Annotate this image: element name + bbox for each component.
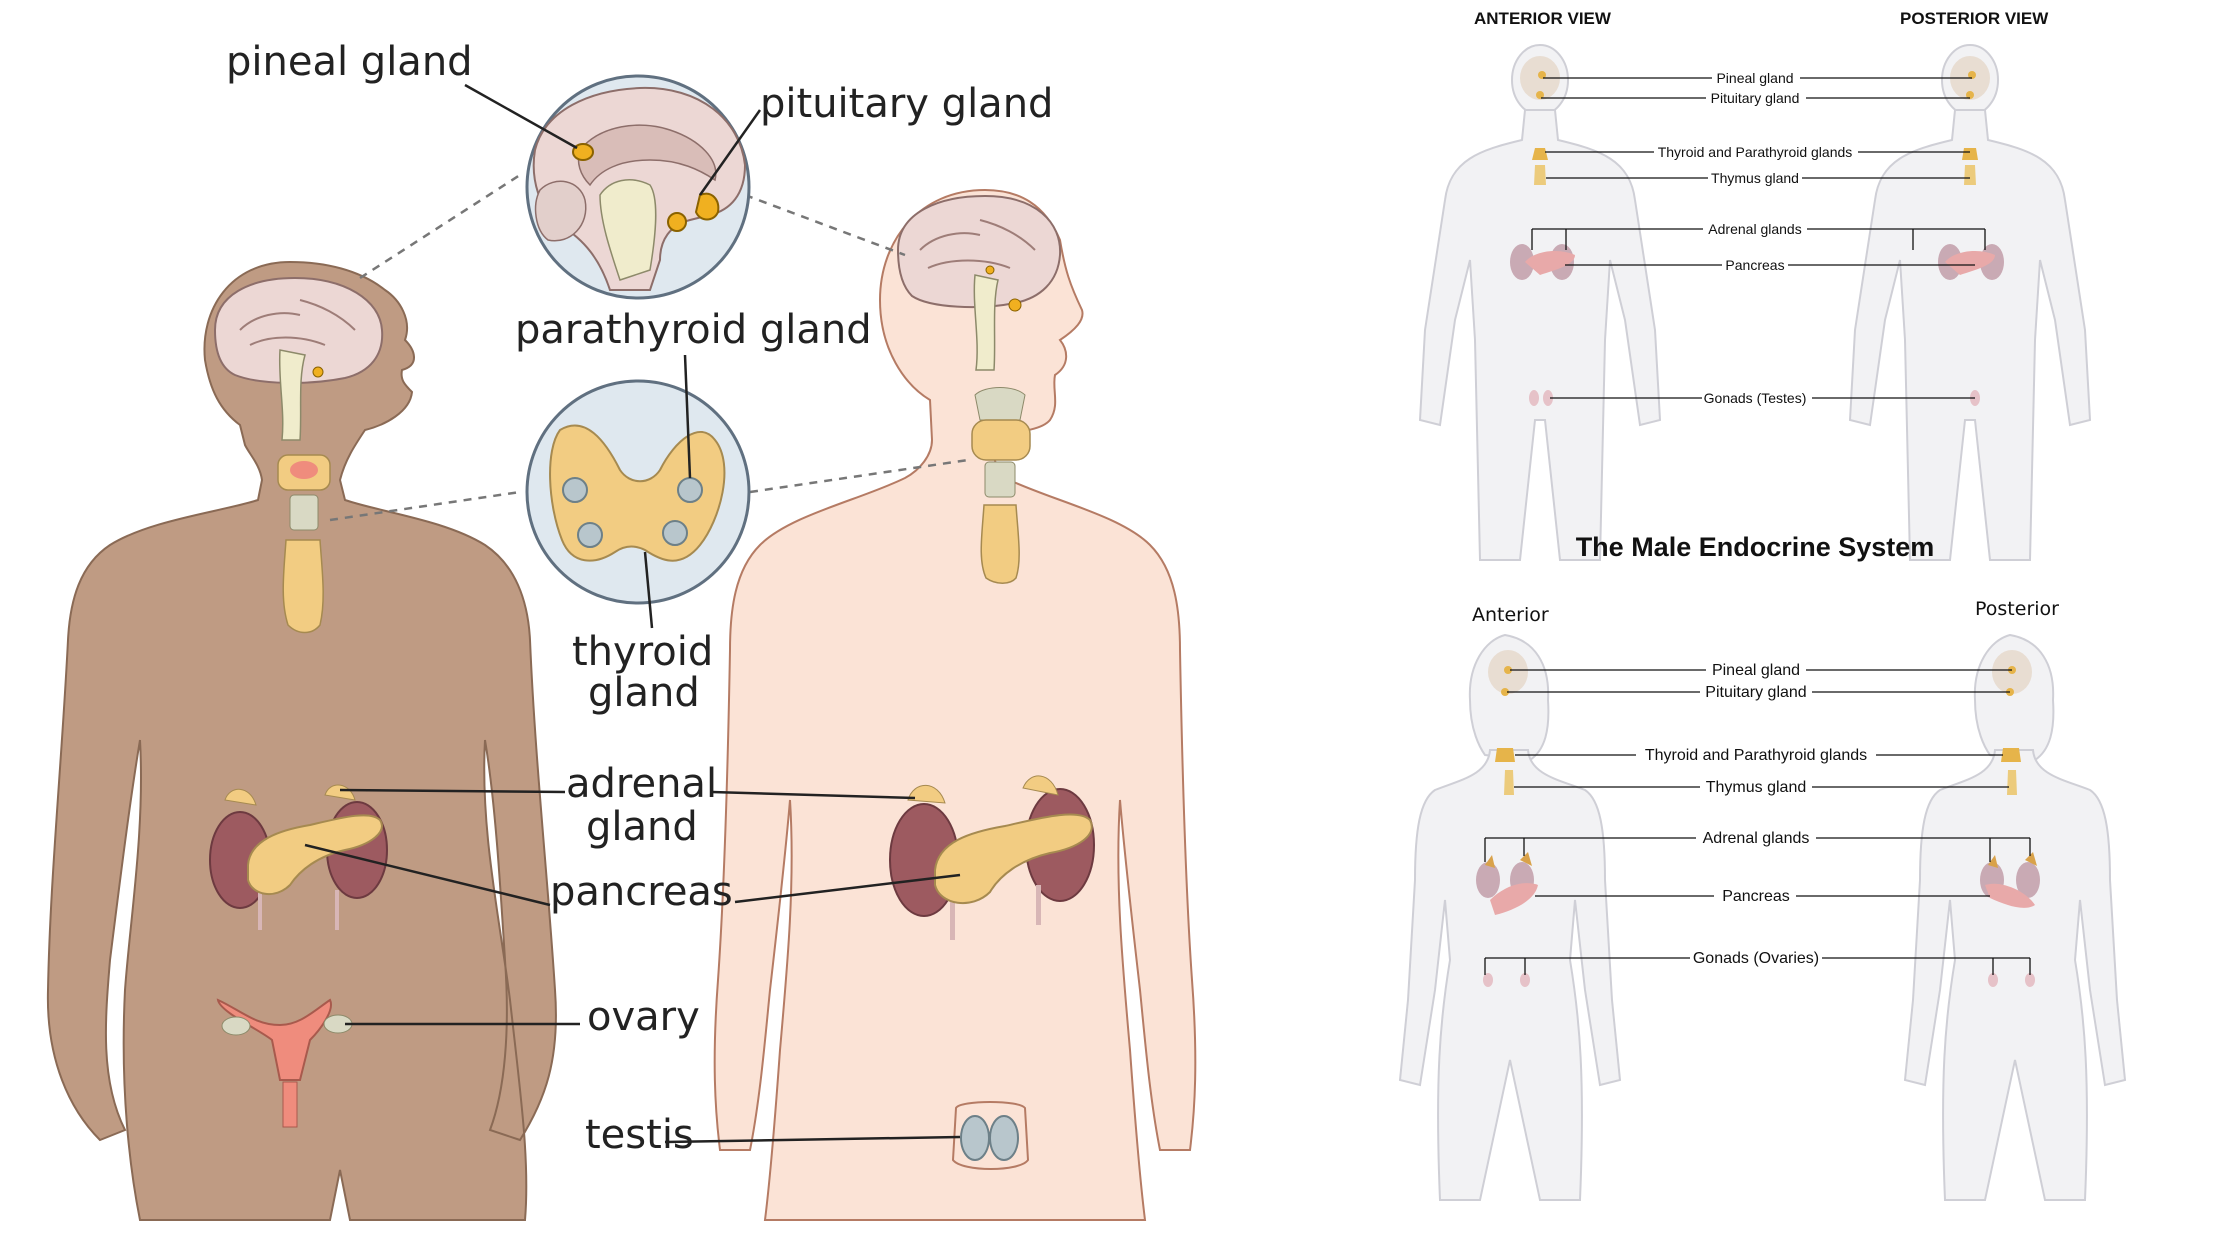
male-label-gonads: Gonads (Testes) <box>1704 390 1807 406</box>
male-label-thymus: Thymus gland <box>1711 170 1799 186</box>
male-gland-labels: Pineal gland Pituitary gland Thyroid and… <box>1658 70 1853 406</box>
male-label-pituitary: Pituitary gland <box>1711 90 1800 106</box>
male-anterior-label: ANTERIOR VIEW <box>1474 9 1612 28</box>
male-adrenal-right <box>1022 775 1059 796</box>
male-pancreas <box>934 813 1093 905</box>
female-thymus <box>282 539 324 634</box>
male-brain <box>896 194 1062 309</box>
male-system-panel: ANTERIOR VIEW POSTERIOR VIEW <box>1418 9 2092 562</box>
female-leader-lines <box>1484 669 2031 975</box>
female-gland-labels: Pineal gland Pituitary gland Thyroid and… <box>1645 662 1867 967</box>
label-testis: testis <box>585 1112 694 1158</box>
female-label-pineal: Pineal gland <box>1712 662 1800 679</box>
magnifier-connectors <box>329 173 969 522</box>
male-label-thyroid: Thyroid and Parathyroid glands <box>1658 144 1853 160</box>
male-testis-left <box>960 1115 990 1161</box>
male-larynx <box>974 387 1026 421</box>
male-brainstem <box>973 274 999 371</box>
male-thymus <box>980 504 1020 584</box>
female-label-thymus: Thymus gland <box>1706 779 1807 796</box>
male-label-pineal: Pineal gland <box>1716 70 1793 86</box>
female-brain <box>213 276 384 384</box>
female-silhouette <box>46 260 557 1221</box>
female-posterior-label: Posterior <box>1975 598 2059 620</box>
male-system-title: The Male Endocrine System <box>1576 532 1935 562</box>
female-pancreas <box>247 814 383 895</box>
male-posterior-label: POSTERIOR VIEW <box>1900 9 2049 28</box>
female-body <box>46 260 557 1221</box>
male-posterior-glands <box>1938 56 2004 406</box>
label-adrenal-line2: gland <box>586 804 698 850</box>
male-label-pancreas: Pancreas <box>1725 257 1784 273</box>
pituitary-gland-highlight <box>694 192 720 221</box>
male-posterior-figure <box>1848 44 2092 561</box>
female-posterior-glands <box>1980 650 2040 987</box>
pineal-gland-highlight <box>572 143 594 161</box>
female-larynx <box>290 461 318 479</box>
female-anterior-figure <box>1398 633 1622 1201</box>
male-anterior-glands <box>1510 56 1575 406</box>
label-ovary: ovary <box>587 994 700 1040</box>
label-thyroid-line2: gland <box>588 670 700 716</box>
female-brainstem <box>278 349 306 441</box>
thyroid-magnifier <box>525 379 751 605</box>
label-adrenal-line1: adrenal <box>566 761 717 807</box>
female-adrenal-left <box>224 788 257 806</box>
left-labels: pineal gland pituitary gland parathyroid… <box>226 39 1053 1158</box>
male-label-adrenal: Adrenal glands <box>1708 221 1801 237</box>
male-body <box>713 188 1197 1221</box>
label-pineal-gland: pineal gland <box>226 39 473 85</box>
male-adrenal-left <box>907 784 946 804</box>
label-pituitary-gland: pituitary gland <box>760 81 1053 127</box>
female-ovary-left <box>221 1016 251 1036</box>
female-posterior-figure <box>1903 633 2127 1201</box>
female-label-pituitary: Pituitary gland <box>1705 684 1806 701</box>
label-parathyroid-gland: parathyroid gland <box>515 307 872 353</box>
female-system-panel: Anterior Posterior <box>1398 598 2127 1201</box>
female-label-gonads: Gonads (Ovaries) <box>1693 950 1819 967</box>
female-anterior-glands <box>1476 650 1538 987</box>
male-thyroid <box>971 419 1031 461</box>
label-thyroid-line1: thyroid <box>572 629 713 675</box>
left-diagram: pineal gland pituitary gland parathyroid… <box>46 39 1197 1221</box>
male-anterior-figure <box>1418 44 1662 561</box>
label-pancreas: pancreas <box>550 869 733 915</box>
female-label-adrenal: Adrenal glands <box>1703 830 1810 847</box>
brain-magnifier <box>525 74 751 300</box>
female-anterior-label: Anterior <box>1472 604 1549 626</box>
male-testis-right <box>989 1115 1019 1161</box>
leader-lines <box>304 83 961 1144</box>
female-label-pancreas: Pancreas <box>1722 888 1790 905</box>
male-leader-lines <box>1531 77 1986 399</box>
female-label-thyroid: Thyroid and Parathyroid glands <box>1645 747 1867 764</box>
